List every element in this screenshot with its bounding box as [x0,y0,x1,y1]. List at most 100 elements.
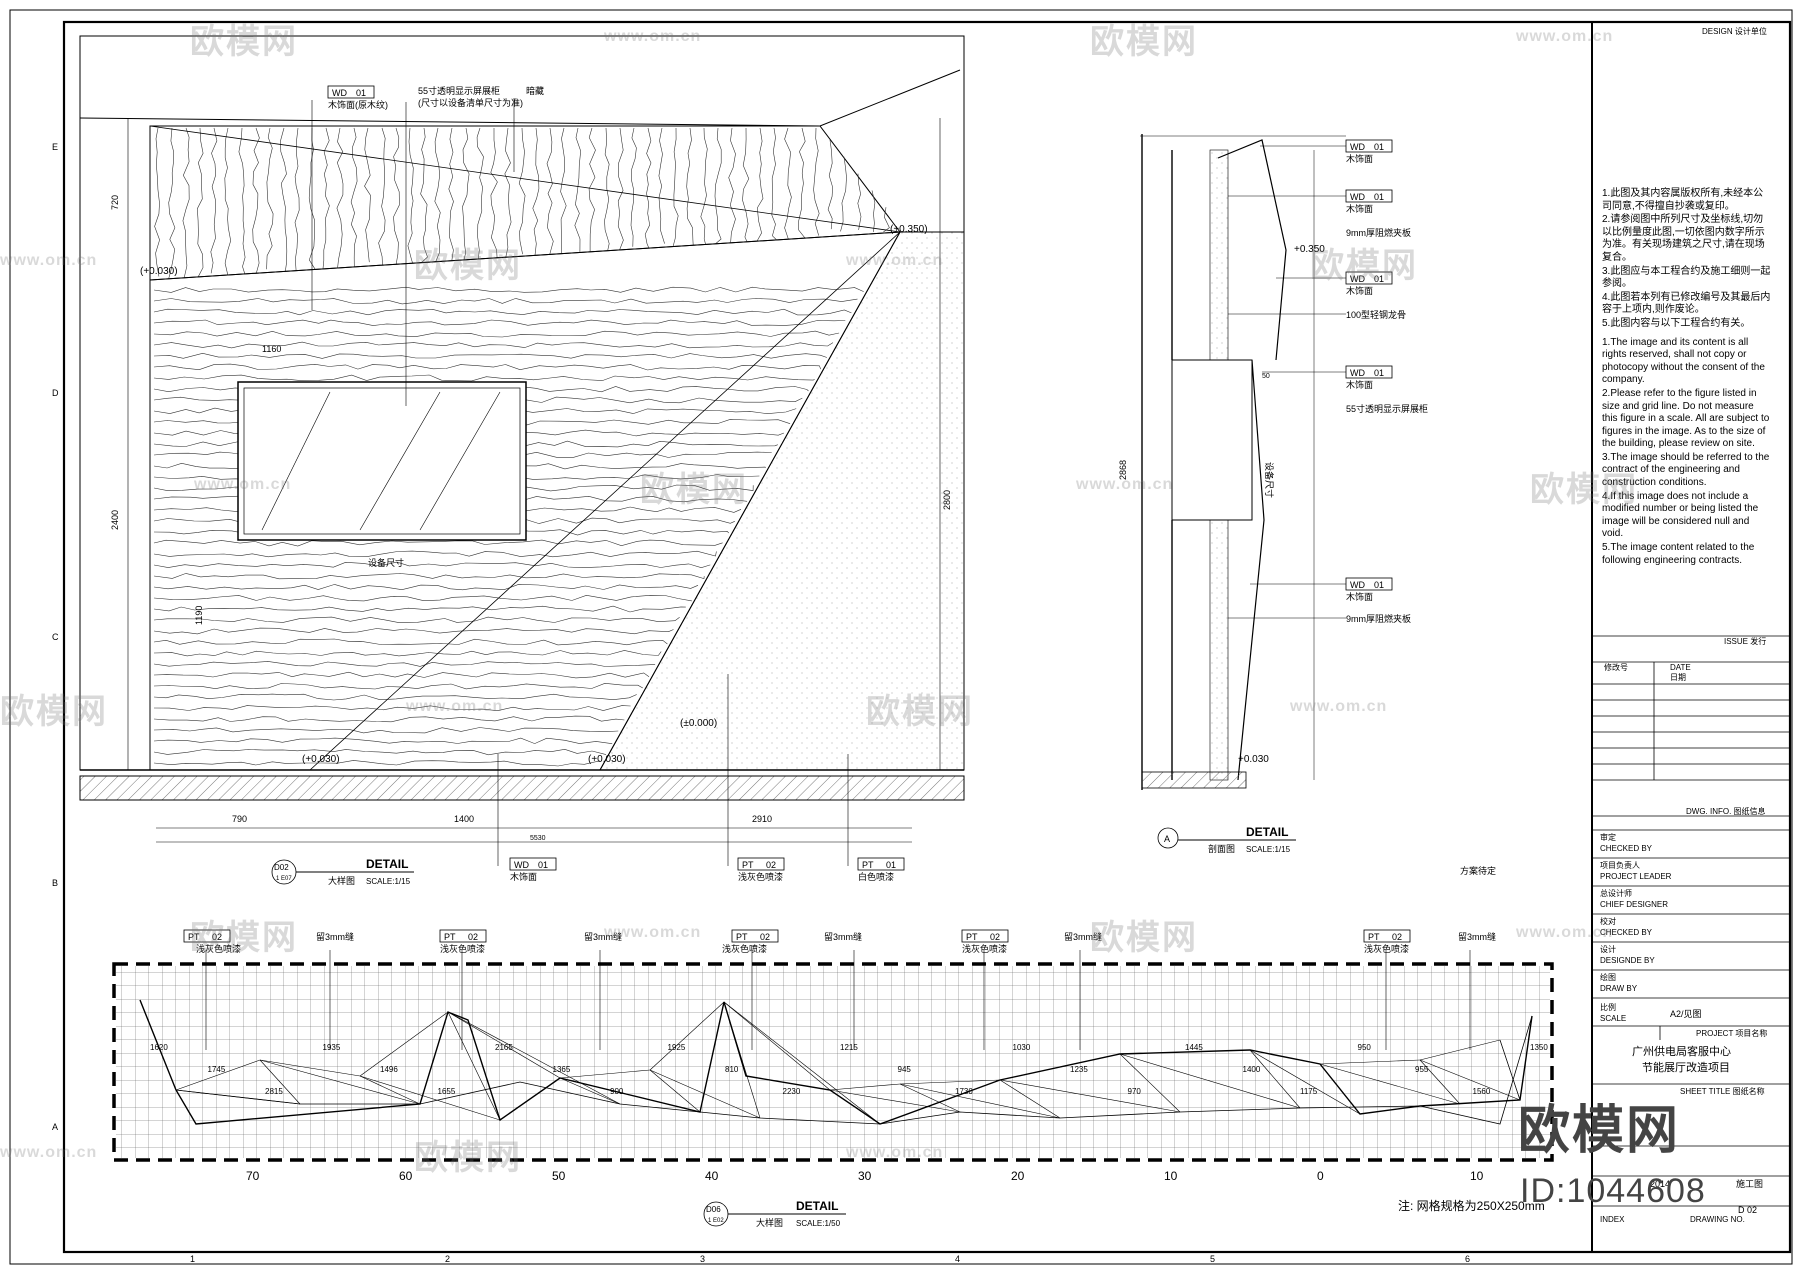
pt-tag-num: 02 [212,932,222,942]
chief-designer-cn: 总设计师 [1600,889,1632,898]
dim-text: 2868 [1118,460,1128,480]
plan-dim-label: 955 [1415,1065,1429,1074]
plan-edge [559,1069,651,1079]
wood-grain-upper [154,127,890,279]
drawing-no-label: DRAWING NO. [1690,1215,1745,1224]
plan-edge [723,1001,761,1119]
pt-tag-desc: 浅灰色喷漆 [738,871,783,882]
checked2: CHECKED BY [1600,928,1653,937]
grain-line [153,682,643,690]
plan-dim-label: 810 [725,1065,739,1074]
designed-by: DESIGNDE BY [1600,956,1655,965]
dim-text: 720 [110,195,120,210]
plan-dim-label: 1030 [1013,1043,1031,1052]
stage-value: 施工图 [1736,1179,1764,1189]
wd-tag-code: WD [1350,580,1365,590]
grain-line [153,705,631,712]
plan-edge [1319,1063,1461,1105]
pt-tag [1363,929,1411,943]
grain-line [714,127,722,244]
dim-text: 50 [1262,373,1270,380]
plan-edge [1249,1049,1321,1065]
plan-edge [1419,1059,1461,1105]
plan-dim-label: 1400 [1243,1065,1261,1074]
dim-text: 1190 [194,606,204,625]
row-mark: A [52,1122,58,1132]
detail-sheet: 1 E02 [708,1218,724,1224]
pt-tag [737,857,785,871]
plan-edge [829,1083,901,1091]
brand-id: ID:1044608 [1520,1172,1706,1210]
col-mark: 1 [190,1254,195,1264]
level-mark: (±0.000) [680,718,717,729]
col-markers: 1 2 3 4 5 6 [190,1254,1470,1264]
col-mark: 3 [700,1254,705,1264]
plan-edge [175,1089,197,1125]
grain-line [153,550,717,558]
wd-tag-code: WD [1350,368,1365,378]
pt-tag-desc: 浅灰色喷漆 [1364,943,1409,954]
level-mark: (+0.030) [302,754,340,765]
grain-line [462,127,470,260]
floor-slab [79,775,965,801]
glass-reflection [419,391,501,531]
detail-title: DETAIL [366,857,408,871]
plan-boundary [112,962,1554,1162]
pt-tag [961,929,1009,943]
grain-line [153,561,711,569]
col-mark: 6 [1465,1254,1470,1264]
grain-line [771,127,778,241]
grain-line [532,127,540,256]
wood-panel-upper [149,125,901,281]
wd-tag-num: 01 [356,88,366,98]
grain-line [490,128,498,259]
plan-edge [723,1001,881,1125]
wd-tag-desc: 木饰面 [1346,153,1373,164]
grain-line [153,352,827,359]
detail-cn: 剖面图 [1208,843,1235,854]
chief-designer: CHIEF DESIGNER [1600,900,1669,909]
grain-line [153,605,686,613]
plan-edge [447,1011,561,1079]
wd-tag-desc: 木饰面 [1346,591,1373,602]
grain-line [756,127,764,242]
plan-edge [1249,1049,1301,1109]
pt-tag-num: 02 [468,932,478,942]
pt-tag-desc: 浅灰色喷漆 [196,943,241,954]
seam-tag: 留3mm缝 [584,931,622,942]
grain-line [294,127,300,271]
pt-tag [439,929,487,943]
seam-tag: 留3mm缝 [1458,931,1496,942]
plan-dim-label: 1445 [1185,1043,1203,1052]
dim-text: 1160 [262,344,281,354]
glass-reflection [261,391,331,531]
grain-line [182,127,190,278]
checked-cn: 审定 [1600,833,1616,842]
grain-line [153,330,840,338]
note-item: 3.The image should be referred to the co… [1602,451,1770,489]
plan-dim-label: 1350 [1530,1043,1548,1052]
wd-tag-desc: 木饰面 [1346,379,1373,390]
glass-reflection [359,391,441,531]
level-mark: (+0.350) [890,224,928,235]
project-label: PROJECT 项目名称 [1696,1029,1768,1038]
grain-line [154,127,160,277]
pt-tag-desc: 白色喷漆 [858,871,894,882]
detail-scale: SCALE:1/15 [1246,845,1291,854]
grain-line [153,661,656,667]
dwg-info-label: DWG. INFO. 图纸信息 [1686,807,1766,816]
grain-line [742,127,750,243]
wd-tag-code: WD [332,88,347,98]
screen-tag: 55寸透明显示屏展柜 [1346,403,1428,414]
grid-axis-label: 60 [399,1169,413,1183]
date-cn: 日期 [1670,673,1686,682]
note-item: 3.此图应与本工程合约及施工细则一起参阅。 [1602,265,1771,290]
wd-tag-desc: 木饰面 [1346,203,1373,214]
grain-line [153,363,821,371]
wd-tag-num: 01 [538,860,548,870]
plan-grid [116,966,1550,1158]
plan-drawing: 1620174528151935149616552165136590019258… [112,929,1554,1228]
plan-edge [829,1089,881,1125]
notes-block: 1.此图及其内容属版权所有,未经本公司同意,不得擅自抄袭或复印。2.请参阅图中所… [1602,188,1772,568]
panel-fold-line [309,231,901,771]
